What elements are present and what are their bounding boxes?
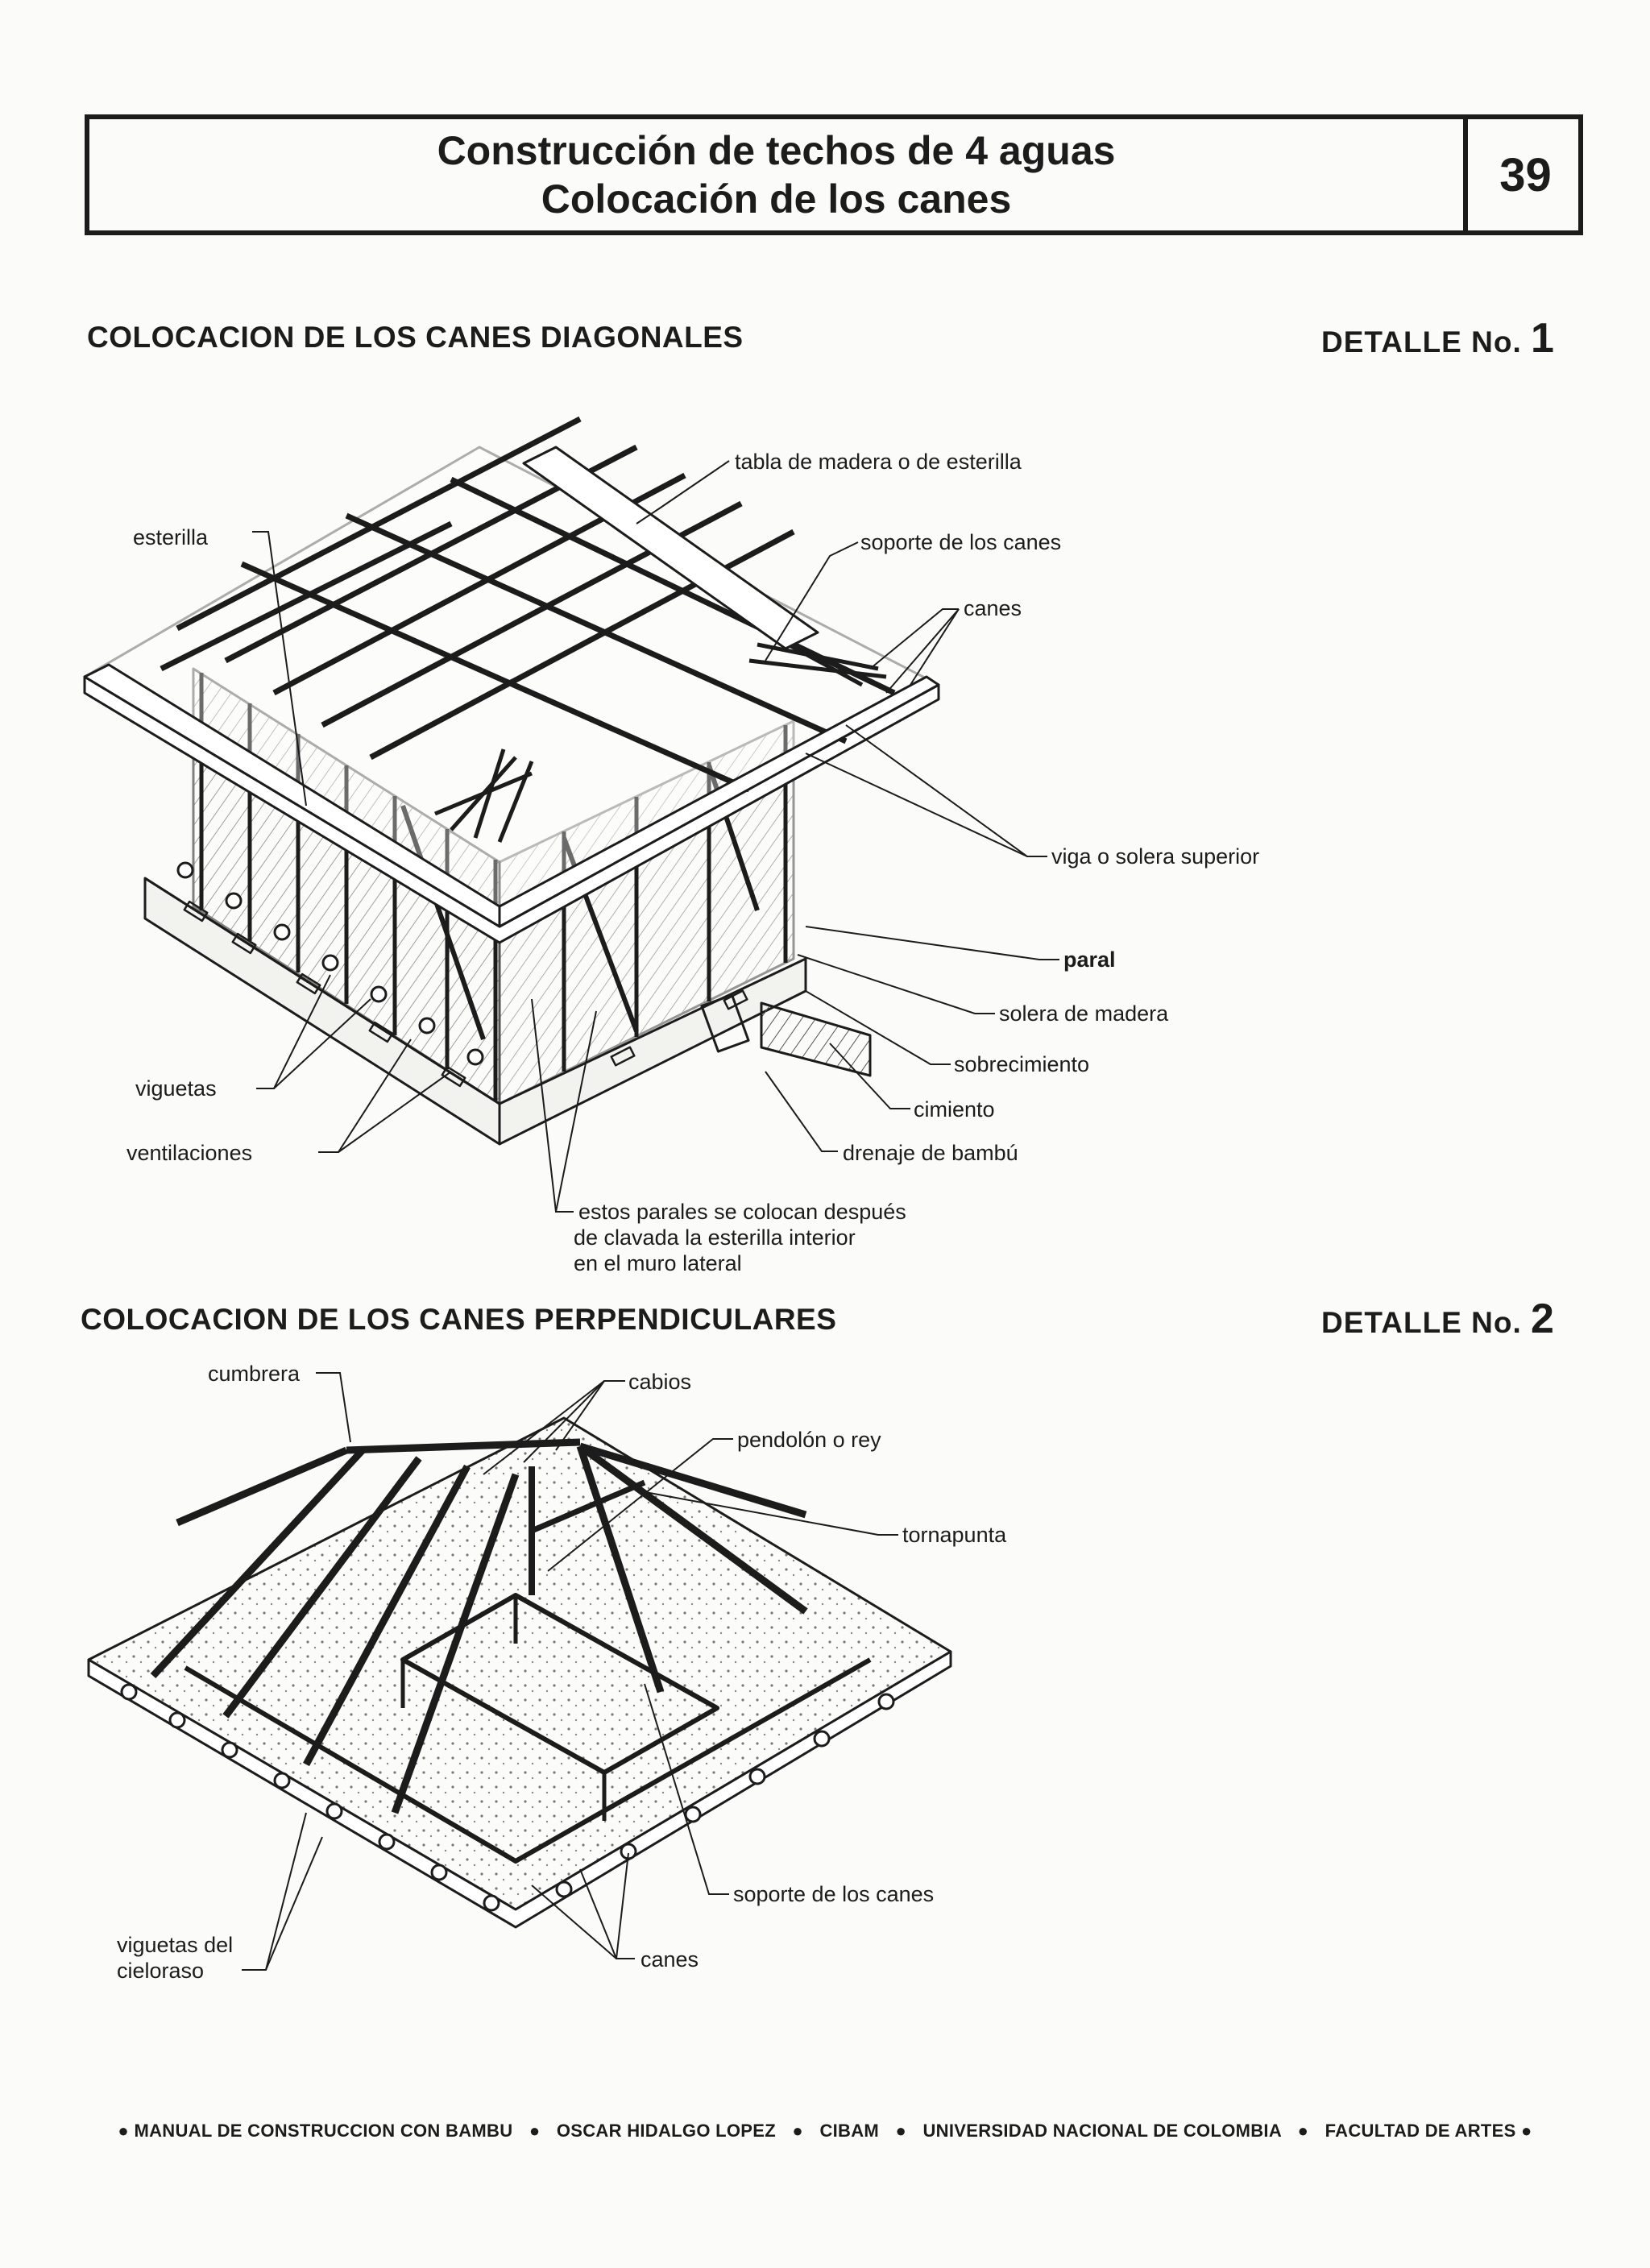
detail-label-2: DETALLE No. 2 [1321, 1295, 1555, 1343]
label-paral: paral [1063, 947, 1116, 972]
detail-label-text: DETALLE No. [1321, 1306, 1522, 1339]
detail-label-1: DETALLE No. 1 [1321, 314, 1555, 363]
page-header: Construcción de techos de 4 aguas Coloca… [85, 114, 1583, 235]
label-note-line-2: de clavada la esterilla interior [574, 1225, 856, 1250]
page-footer: ● MANUAL DE CONSTRUCCION CON BAMBU ● OSC… [0, 2121, 1650, 2142]
cane-support [184, 1657, 872, 1864]
footing-section [760, 1001, 872, 1077]
footer-item: OSCAR HIDALGO LOPEZ [556, 2121, 776, 2141]
section-title-perpendiculares: COLOCACION DE LOS CANES PERPENDICULARES [81, 1303, 837, 1336]
detail-number: 1 [1531, 315, 1555, 362]
label-canes: canes [964, 596, 1022, 620]
ceiling-edge [87, 1650, 952, 1929]
bamboo-drain [700, 993, 750, 1053]
label-drenaje: drenaje de bambú [843, 1141, 1018, 1165]
label-viguetas-line-1: viguetas del [117, 1933, 233, 1957]
footer-bullet: ● [529, 2121, 541, 2141]
labels-detail-1: tabla de madera o de esterilla esterilla… [126, 450, 1259, 1275]
page-title: Construcción de techos de 4 aguas Coloca… [89, 119, 1463, 230]
label-viga: viga o solera superior [1051, 844, 1259, 869]
footer-bullet: ● [1297, 2121, 1309, 2141]
label-cabios: cabios [628, 1370, 691, 1394]
label-tabla: tabla de madera o de esterilla [735, 450, 1022, 474]
title-line-1: Construcción de techos de 4 aguas [437, 128, 1116, 173]
roof-edge-right [498, 675, 940, 928]
footer-item: CIBAM [819, 2121, 880, 2141]
label-viguetas-line-2: cieloraso [117, 1959, 204, 1983]
footer-bullet: ● [895, 2121, 907, 2141]
leader-lines-detail-2 [242, 1372, 898, 1971]
label-soporte: soporte de los canes [860, 530, 1061, 554]
label-ventilaciones: ventilaciones [126, 1141, 252, 1165]
joist-ends [176, 861, 484, 1066]
inner-frame [400, 1593, 719, 1775]
label-viguetas: viguetas [135, 1076, 217, 1101]
label-canes-2: canes [641, 1947, 699, 1972]
detail-number: 2 [1531, 1296, 1555, 1342]
rafters [150, 1442, 808, 1814]
ceiling-joist-ends [120, 1683, 895, 1912]
title-line-2: Colocación de los canes [541, 176, 1012, 222]
ceiling-platform [87, 1416, 952, 1911]
footer-item: MANUAL DE CONSTRUCCION CON BAMBU [134, 2121, 513, 2141]
leader-lines-detail-1 [252, 460, 1059, 1213]
section-title-diagonales: COLOCACION DE LOS CANES DIAGONALES [87, 321, 744, 354]
label-note-line-1: estos parales se colocan después [578, 1200, 906, 1224]
label-cimiento: cimiento [914, 1097, 995, 1122]
labels-detail-2: cumbrera cabios pendolón o rey tornapunt… [117, 1362, 1007, 1983]
label-pendolon: pendolón o rey [737, 1428, 881, 1452]
footer-bullet: ● [1520, 2121, 1532, 2141]
page-number: 39 [1463, 119, 1583, 230]
detail-label-text: DETALLE No. [1321, 325, 1522, 359]
label-sobrecimiento: sobrecimiento [954, 1052, 1089, 1076]
footer-bullet: ● [118, 2121, 130, 2141]
footer-bullet: ● [792, 2121, 804, 2141]
ridge [346, 1438, 581, 1454]
label-note-line-3: en el muro lateral [574, 1251, 742, 1275]
label-soporte-2: soporte de los canes [733, 1882, 934, 1906]
strut [530, 1479, 646, 1534]
label-solera-madera: solera de madera [999, 1001, 1169, 1026]
diagram-detail-1 [83, 416, 940, 1146]
roof-bamboo [160, 416, 896, 793]
top-board [522, 446, 819, 650]
diagram-detail-2 [87, 1416, 952, 1929]
label-cumbrera: cumbrera [208, 1362, 301, 1386]
footer-item: FACULTAD DE ARTES [1325, 2121, 1516, 2141]
footer-item: UNIVERSIDAD NACIONAL DE COLOMBIA [922, 2121, 1282, 2141]
label-esterilla: esterilla [133, 525, 209, 549]
label-tornapunta: tornapunta [902, 1523, 1007, 1547]
